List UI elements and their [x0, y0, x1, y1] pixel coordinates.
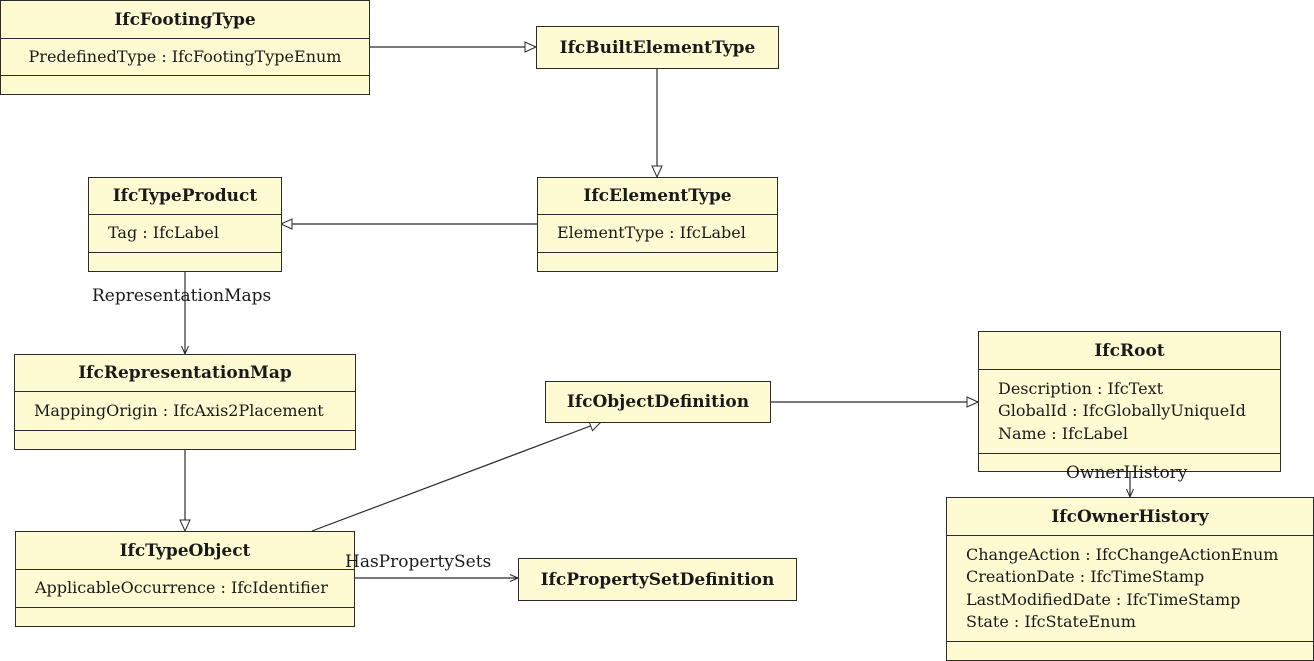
- class-name: IfcPropertySetDefinition: [540, 569, 775, 590]
- class-attributes: ApplicableOccurrence : IfcIdentifier: [16, 570, 354, 608]
- class-attributes: ElementType : IfcLabel: [538, 215, 777, 253]
- class-name: IfcFootingType: [1, 1, 369, 39]
- association-label-representation-maps: RepresentationMaps: [92, 286, 272, 306]
- class-ifc-type-object: IfcTypeObject ApplicableOccurrence : Ifc…: [15, 531, 355, 627]
- generalization-type-object-to-object-definition: [311, 422, 601, 532]
- attribute: ApplicableOccurrence : IfcIdentifier: [35, 578, 328, 598]
- class-attributes: ChangeAction : IfcChangeActionEnum Creat…: [947, 536, 1313, 642]
- class-ifc-built-element-type: IfcBuiltElementType: [536, 26, 779, 69]
- attribute: ElementType : IfcLabel: [557, 223, 746, 243]
- class-name: IfcObjectDefinition: [566, 392, 750, 412]
- class-operations: [1, 76, 369, 94]
- class-operations: [538, 253, 777, 271]
- class-name: IfcRoot: [979, 332, 1280, 370]
- class-attributes: PredefinedType : IfcFootingTypeEnum: [1, 39, 369, 76]
- class-attributes: MappingOrigin : IfcAxis2Placement: [15, 392, 355, 431]
- attribute: CreationDate : IfcTimeStamp: [966, 567, 1205, 586]
- attribute: GlobalId : IfcGloballyUniqueId: [998, 401, 1246, 421]
- attribute: PredefinedType : IfcFootingTypeEnum: [28, 46, 342, 66]
- association-label-has-property-sets: HasPropertySets: [345, 552, 492, 572]
- class-name: IfcTypeObject: [16, 532, 354, 570]
- class-name: IfcBuiltElementType: [559, 37, 756, 58]
- class-ifc-type-product: IfcTypeProduct Tag : IfcLabel: [88, 177, 282, 272]
- class-attributes: Description : IfcText GlobalId : IfcGlob…: [979, 370, 1280, 454]
- attribute: Name : IfcLabel: [998, 423, 1128, 443]
- class-ifc-root: IfcRoot Description : IfcText GlobalId :…: [978, 331, 1281, 472]
- association-label-owner-history: OwnerHistory: [1066, 463, 1188, 483]
- class-ifc-object-definition: IfcObjectDefinition: [545, 381, 771, 423]
- class-name: IfcOwnerHistory: [947, 498, 1313, 536]
- class-name: IfcElementType: [538, 178, 777, 215]
- class-ifc-owner-history: IfcOwnerHistory ChangeAction : IfcChange…: [946, 497, 1314, 661]
- attribute: MappingOrigin : IfcAxis2Placement: [34, 400, 324, 420]
- class-attributes: Tag : IfcLabel: [89, 215, 281, 253]
- attribute: Description : IfcText: [998, 378, 1164, 398]
- class-ifc-property-set-definition: IfcPropertySetDefinition: [518, 558, 797, 601]
- class-operations: [947, 642, 1313, 660]
- class-name: IfcRepresentationMap: [15, 355, 355, 392]
- class-name: IfcTypeProduct: [89, 178, 281, 215]
- class-ifc-footing-type: IfcFootingType PredefinedType : IfcFooti…: [0, 0, 370, 95]
- attribute: Tag : IfcLabel: [108, 223, 219, 243]
- class-operations: [16, 608, 354, 626]
- class-ifc-element-type: IfcElementType ElementType : IfcLabel: [537, 177, 778, 272]
- attribute: LastModifiedDate : IfcTimeStamp: [966, 589, 1241, 609]
- attribute: ChangeAction : IfcChangeActionEnum: [966, 544, 1279, 564]
- class-operations: [15, 431, 355, 449]
- class-operations: [89, 253, 281, 271]
- attribute: State : IfcStateEnum: [966, 612, 1136, 631]
- class-ifc-representation-map: IfcRepresentationMap MappingOrigin : Ifc…: [14, 354, 356, 450]
